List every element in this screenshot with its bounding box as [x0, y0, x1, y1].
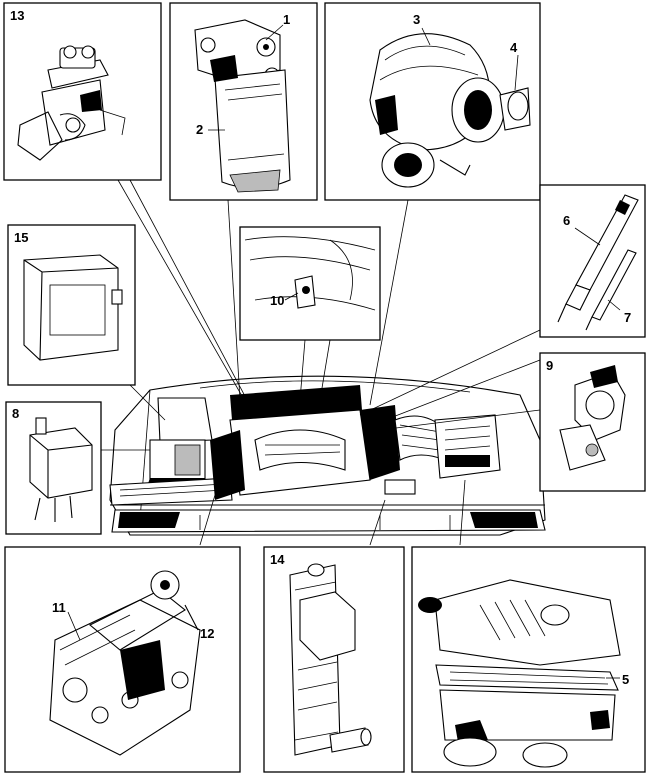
panel-fuel-filter: 1 2	[169, 2, 318, 201]
callout-14: 14	[270, 552, 285, 567]
callout-12: 12	[200, 626, 214, 641]
engine-bay-illustration	[109, 375, 546, 536]
callout-3: 3	[413, 12, 420, 27]
callout-6: 6	[563, 213, 570, 228]
panel-injector-glowplug: 6 7	[539, 184, 646, 338]
panel-turbocharger: 3 4	[324, 2, 541, 201]
callout-10: 10	[270, 293, 284, 308]
panel-5-air-cleaner: 5	[411, 546, 646, 773]
panel-15-ecu: 15	[7, 224, 136, 386]
callout-1: 1	[283, 12, 290, 27]
callout-4: 4	[510, 40, 518, 55]
panel-14-intercooler: 14	[263, 546, 405, 773]
callout-8: 8	[12, 406, 19, 421]
callout-5: 5	[622, 672, 629, 687]
panel-13-lift-pump: 13	[3, 2, 162, 181]
panel-9-egr-valve: 9	[539, 352, 646, 492]
panel-8-relay: 8	[5, 401, 102, 535]
callout-7: 7	[624, 310, 631, 325]
leader-lines	[100, 179, 541, 546]
panel-injection-pump: 11 12	[4, 546, 241, 773]
callout-15: 15	[14, 230, 28, 245]
callout-13: 13	[10, 8, 24, 23]
callout-2: 2	[196, 122, 203, 137]
panel-10-sensor-inset: 10	[239, 226, 381, 341]
callout-9: 9	[546, 358, 553, 373]
callout-11: 11	[52, 600, 66, 615]
